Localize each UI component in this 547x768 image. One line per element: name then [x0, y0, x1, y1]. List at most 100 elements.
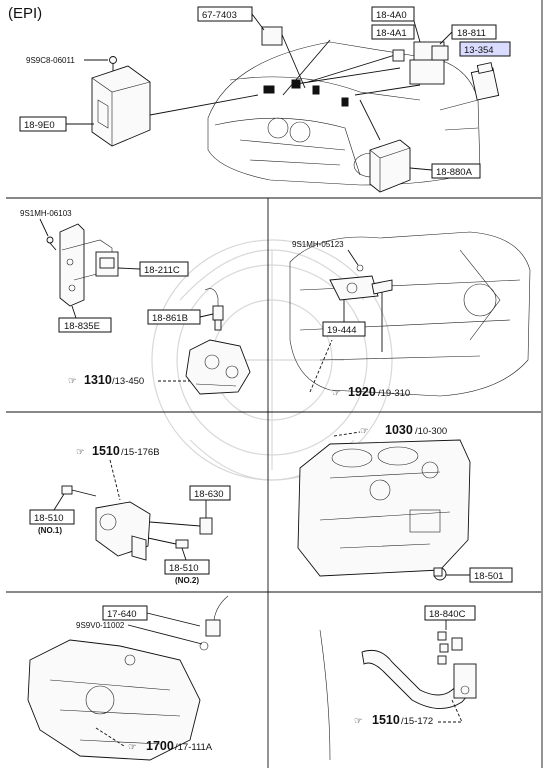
relay-13-354: [470, 62, 500, 101]
part-number: 18-811: [457, 28, 486, 39]
part-number: 19-444: [327, 325, 357, 336]
ref-subnumber: /10-300: [415, 426, 447, 437]
reference-1310: ☞ 1310 /13-450: [68, 373, 190, 387]
thermostat-housing: [95, 501, 151, 561]
section-mid-left: 9S1MH-06103 18-211C 18-835E 18-861B: [20, 209, 251, 395]
oxygen-sensor-18-861B: [204, 288, 224, 331]
part-label-18-4A1[interactable]: [371, 24, 415, 40]
header-tag: (EPI): [8, 5, 42, 22]
part-number: 18-880A: [436, 167, 473, 178]
control-module-18-9E0: [91, 65, 151, 147]
relay-18-4A1: [392, 49, 405, 62]
bracket-18-835E: [59, 223, 113, 307]
part-label-18-630[interactable]: [189, 485, 231, 501]
ref-number: 1510: [372, 713, 400, 727]
reference-1920: ☞ 1920 /19-310: [309, 339, 410, 399]
ref-number: 1700: [146, 739, 174, 753]
leader-line: [279, 29, 306, 89]
part-number: 18-4A1: [376, 28, 407, 39]
section-lower-right: ☞ 1030 /10-300 18-501: [297, 423, 513, 583]
part-number: 9S1MH-05123: [292, 240, 344, 249]
ref-subnumber: /13-450: [112, 376, 144, 387]
bolt-9S9C8: [109, 56, 117, 72]
part-note: (NO.1): [38, 526, 62, 535]
ref-number: 1510: [92, 444, 120, 458]
leader-line: [307, 54, 396, 83]
exhaust-manifold: [185, 339, 251, 395]
part-label-18-880A[interactable]: [431, 163, 481, 179]
engine-edge: [319, 629, 331, 761]
section-bottom-left: 17-640 9S9V0-11002 ☞ 1700 /17-111A: [27, 595, 229, 761]
part-label-13-354[interactable]: [459, 41, 511, 57]
ref-subnumber: /15-176B: [121, 447, 160, 458]
connector-mark: [312, 85, 320, 95]
svg-text:☞: ☞: [68, 376, 77, 387]
transmission-case: [27, 639, 201, 761]
connector-mark: [291, 79, 301, 89]
part-number: 17-640: [107, 609, 137, 620]
part-number: 18-211C: [144, 265, 180, 276]
valve-18-840C: [437, 631, 463, 665]
ref-subnumber: /15-172: [401, 716, 433, 727]
svg-text:☞: ☞: [76, 447, 85, 458]
section-frame: [6, 0, 543, 768]
reference-1700: ☞ 1700 /17-111A: [95, 727, 213, 753]
bolt-9S1MH-06103: [46, 236, 57, 251]
ref-number: 1030: [385, 423, 413, 437]
part-number: 9S1MH-06103: [20, 209, 72, 218]
ref-number: 1920: [348, 385, 376, 399]
ref-subnumber: /19-310: [378, 388, 410, 399]
part-label-18-835E[interactable]: [58, 317, 112, 333]
part-number: 18-501: [474, 571, 504, 582]
part-number: 18-630: [194, 489, 224, 500]
part-number: 9S9V0-11002: [76, 621, 125, 630]
leader-line: [149, 94, 259, 116]
part-label-18-510-no2[interactable]: [164, 559, 210, 575]
part-number: 18-861B: [152, 313, 188, 324]
svg-text:☞: ☞: [354, 716, 363, 727]
part-number: 18-840C: [429, 609, 466, 620]
reference-1510-top: ☞ 1510 /15-176B: [76, 444, 160, 501]
connector-mark: [341, 97, 349, 107]
coolant-hose: [361, 649, 477, 709]
bracket-19-444: [329, 264, 393, 352]
sensor-18-510-no1: [61, 485, 97, 497]
part-label-18-4A0[interactable]: [371, 6, 415, 22]
reference-1030: ☞ 1030 /10-300: [333, 423, 447, 437]
section-mid-right: 9S1MH-05123 19-444 ☞ 1920 /19-310: [289, 231, 531, 399]
svg-text:☞: ☞: [360, 426, 369, 437]
engine-block: [297, 439, 471, 577]
svg-text:☞: ☞: [332, 388, 341, 399]
engine-illustration: [289, 231, 531, 397]
part-number: 18-510: [34, 513, 64, 524]
part-number: 67-7403: [202, 10, 237, 21]
section-top: 67-7403 18-4A0 18-4A1 18-811 13-354 9S9C…: [19, 6, 511, 193]
speed-sensor-17-640: [199, 595, 229, 651]
connector-mark: [263, 85, 275, 94]
sensor-18-510-no2: [147, 537, 189, 549]
part-label-18-510-no1[interactable]: [29, 509, 75, 525]
sensor-18-501: [433, 567, 447, 581]
svg-text:☞: ☞: [128, 742, 137, 753]
part-note: (NO.2): [175, 576, 199, 585]
part-label-18-840C[interactable]: [424, 605, 476, 621]
sensor-18-630: [149, 500, 213, 535]
relay-67-7403: [261, 26, 283, 46]
part-label-18-811[interactable]: [451, 24, 497, 40]
sensor-18-211C: [95, 251, 119, 277]
part-number: 13-354: [464, 45, 494, 56]
reference-1510-bottom: ☞ 1510 /15-172: [354, 699, 463, 727]
part-number: 9S9C8-06011: [26, 56, 75, 65]
part-number: 18-4A0: [376, 10, 407, 21]
leader-line: [354, 84, 421, 96]
part-number: 18-9E0: [24, 120, 55, 131]
part-number: 18-510: [169, 563, 199, 574]
relay-block-18-811: [409, 41, 449, 85]
leader-line: [359, 99, 381, 141]
leader-line: [295, 67, 401, 85]
ecu-18-880A: [369, 139, 411, 193]
part-number: 18-835E: [64, 321, 100, 332]
section-bottom-right: 18-840C ☞ 1510 /15-172: [319, 605, 477, 761]
ref-number: 1310: [84, 373, 112, 387]
